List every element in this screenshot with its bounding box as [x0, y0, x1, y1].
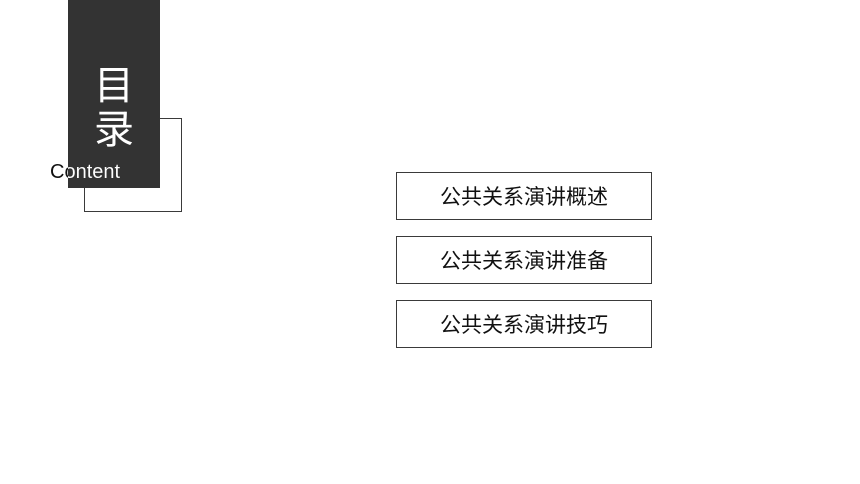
toc-item-preparation[interactable]: 公共关系演讲准备: [396, 236, 652, 284]
toc-item-label: 公共关系演讲技巧: [440, 313, 608, 337]
toc-title-char-1: 目: [94, 63, 134, 109]
toc-subtitle: Content: [50, 161, 121, 183]
toc-title-char-2: 录: [94, 107, 134, 153]
toc-item-label: 公共关系演讲准备: [440, 249, 608, 273]
toc-item-techniques[interactable]: 公共关系演讲技巧: [396, 300, 652, 348]
toc-item-label: 公共关系演讲概述: [440, 185, 608, 209]
title-dark-block: [68, 0, 160, 188]
toc-item-overview[interactable]: 公共关系演讲概述: [396, 172, 652, 220]
